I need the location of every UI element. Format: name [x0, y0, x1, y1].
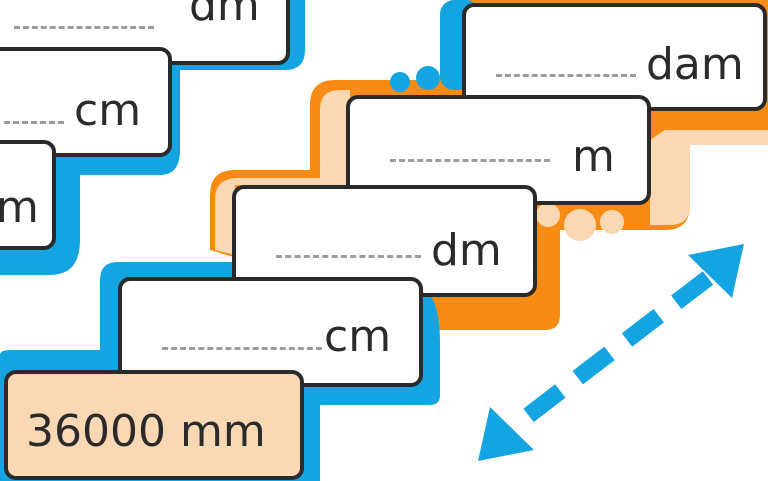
answer-blank[interactable]	[390, 159, 550, 162]
unit-label: dm	[189, 0, 260, 31]
unit-label: cm	[74, 85, 142, 136]
unit-label: m	[0, 182, 39, 233]
answer-blank[interactable]	[276, 255, 421, 258]
unit-label: dm	[431, 225, 502, 276]
unit-label: cm	[324, 311, 392, 362]
start-value: 36000 mm	[26, 406, 266, 457]
step-dam: dam	[462, 3, 767, 111]
answer-blank[interactable]	[14, 26, 154, 29]
left-step-cm: cm	[0, 47, 172, 157]
start-value-box: 36000 mm	[4, 370, 304, 480]
left-step-m: m	[0, 140, 56, 250]
unit-label: dam	[646, 39, 744, 90]
answer-blank[interactable]	[496, 74, 636, 77]
answer-blank[interactable]	[162, 347, 322, 350]
unit-label: m	[572, 131, 615, 182]
answer-blank[interactable]	[4, 121, 64, 124]
peach-pattern	[215, 90, 768, 255]
